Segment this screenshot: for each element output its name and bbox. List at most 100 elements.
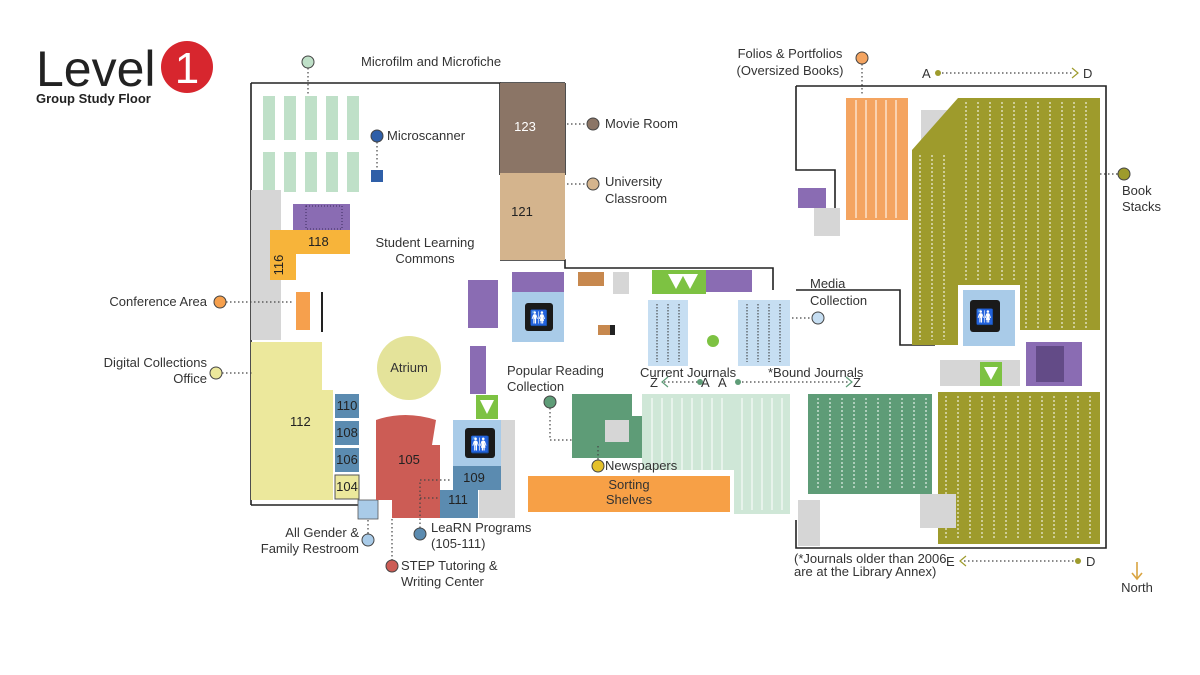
- room-111-label: 111: [448, 492, 468, 507]
- desk: [578, 272, 604, 286]
- book-stacks-label: Book: [1122, 183, 1152, 198]
- room-123-label: 123: [514, 119, 536, 134]
- atrium-label: Atrium: [390, 360, 428, 375]
- bound-journals-label: *Bound Journals: [768, 365, 864, 380]
- north-arrow-icon: [1131, 562, 1143, 581]
- room-106-label: 106: [336, 452, 358, 467]
- range-letter: A: [701, 375, 710, 390]
- room-121-label: 121: [511, 204, 533, 219]
- level-title: Level: [36, 41, 156, 97]
- sorting-label-2: Shelves: [606, 492, 653, 507]
- restroom-icon: [525, 303, 553, 331]
- range-letter: A: [718, 375, 727, 390]
- current-journals-label: Current Journals: [640, 365, 737, 380]
- restroom-icon: [465, 428, 495, 458]
- range-letter: Z: [853, 375, 861, 390]
- sorting-shelves: [528, 476, 730, 512]
- desk: [598, 325, 612, 335]
- step-label: STEP Tutoring &: [401, 558, 498, 573]
- room-110: [335, 394, 359, 418]
- svg-text:🚻: 🚻: [470, 435, 490, 454]
- room-121: [500, 173, 565, 260]
- folios-shelves: [846, 98, 908, 220]
- classroom-label: University: [605, 174, 663, 189]
- folios-label-2: (Oversized Books): [737, 63, 844, 78]
- media-label-2: Collection: [810, 293, 867, 308]
- newspapers-label: Newspapers: [605, 458, 678, 473]
- room-112: [251, 342, 333, 500]
- classroom-label-2: Classroom: [605, 191, 667, 206]
- room-104-label: 104: [336, 479, 358, 494]
- microfilm-area: [263, 96, 383, 192]
- room-104: [334, 474, 360, 500]
- room-118: [296, 230, 350, 254]
- learn-label-2: (105-111): [431, 536, 485, 551]
- range-letter: Z: [650, 375, 658, 390]
- room-105: [376, 415, 440, 518]
- room-118-label: 118: [308, 234, 329, 249]
- restroom-icon: [970, 300, 1000, 332]
- movie-room-label: Movie Room: [605, 116, 678, 131]
- stairs: [293, 204, 350, 231]
- microscanner-label: Microscanner: [387, 128, 466, 143]
- bound-journal-stacks: [808, 394, 932, 494]
- popular-reading-label: Popular Reading: [507, 363, 604, 378]
- folios-label: Folios & Portfolios: [738, 46, 843, 61]
- journals-note-2: are at the Library Annex): [794, 564, 936, 579]
- journals-note: (*Journals older than 2006: [794, 551, 947, 566]
- stairs: [470, 346, 486, 394]
- room-112-label: 112: [290, 414, 311, 429]
- room-108-label: 108: [336, 425, 358, 440]
- grey-block: [920, 494, 956, 528]
- grey-block: [814, 208, 840, 236]
- atrium: [377, 336, 441, 400]
- student-learning-label: Student Learning: [375, 235, 474, 250]
- stairs: [798, 188, 826, 208]
- range-letter: E: [946, 554, 955, 569]
- range-letter: A: [922, 66, 931, 81]
- popular-reading-label-2: Collection: [507, 379, 564, 394]
- step-label-2: Writing Center: [401, 574, 485, 589]
- room-109: [453, 466, 501, 490]
- room-105-label: 105: [398, 452, 420, 467]
- book-stacks-label-2: Stacks: [1122, 199, 1162, 214]
- range-letter: D: [1086, 554, 1095, 569]
- microfilm-label: Microfilm and Microfiche: [361, 54, 501, 69]
- svg-text:🚻: 🚻: [976, 308, 995, 326]
- room-106: [335, 448, 359, 472]
- grey-block: [613, 272, 629, 294]
- north-label: North: [1121, 580, 1153, 595]
- room-109-label: 109: [463, 470, 485, 485]
- conference-room: [296, 292, 310, 330]
- room-123: [500, 83, 565, 173]
- media-dot: [707, 335, 719, 347]
- room-110-label: 110: [337, 398, 358, 413]
- level-number: 1: [175, 44, 199, 93]
- level-subtitle: Group Study Floor: [36, 91, 151, 106]
- sorting-label: Sorting: [608, 477, 649, 492]
- grey-block: [798, 500, 820, 546]
- conference-label: Conference Area: [109, 294, 207, 309]
- media-label: Media: [810, 276, 846, 291]
- level-badge: [161, 41, 213, 93]
- callouts: [209, 51, 1131, 573]
- digital-collections-label-2: Office: [173, 371, 207, 386]
- restroom-label: All Gender &: [285, 525, 359, 540]
- room-108: [335, 421, 359, 445]
- student-learning-label-2: Commons: [395, 251, 455, 266]
- restroom-label-2: Family Restroom: [261, 541, 359, 556]
- room-111: [440, 490, 478, 518]
- range-letter: D: [1083, 66, 1092, 81]
- digital-collections-label: Digital Collections: [104, 355, 208, 370]
- book-stacks-lower: [938, 392, 1100, 544]
- stairs: [706, 270, 752, 292]
- room-116: [270, 230, 296, 280]
- stairs: [468, 280, 498, 328]
- svg-text:🚻: 🚻: [530, 309, 549, 327]
- bound-journals-shelves: [738, 300, 790, 366]
- room-116-label: 116: [271, 255, 286, 276]
- family-restroom: [357, 499, 379, 520]
- stairs: [512, 272, 564, 292]
